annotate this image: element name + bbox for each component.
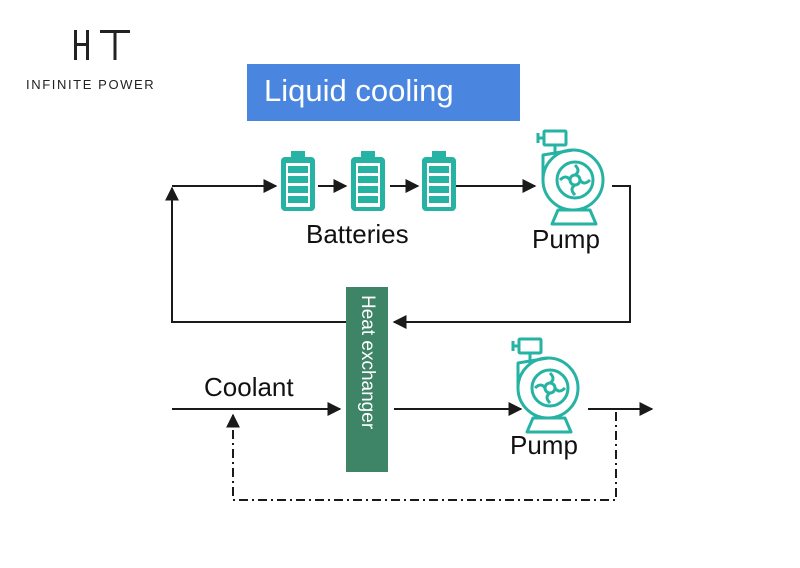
logo-tagline: INFINITE POWER <box>26 77 156 92</box>
battery-icon <box>351 151 385 211</box>
coolant-label: Coolant <box>204 372 294 402</box>
flow-arrow <box>392 185 631 329</box>
flow-arrow <box>165 186 346 323</box>
batteries-label: Batteries <box>306 219 409 249</box>
lower-loop-lines <box>172 402 654 501</box>
upper-loop-lines <box>165 179 631 329</box>
pump-label-bottom: Pump <box>510 430 578 460</box>
title-banner: Liquid cooling <box>247 64 520 121</box>
heat-exchanger: Heat exchanger <box>346 287 388 472</box>
battery-icon <box>422 151 456 211</box>
battery-icon <box>281 151 315 211</box>
diagram-title: Liquid cooling <box>264 73 454 108</box>
pump-icon <box>536 129 605 226</box>
ht-logo-mark <box>74 30 130 60</box>
heat-exchanger-label: Heat exchanger <box>357 295 378 430</box>
return-arrow-dashed <box>226 412 617 501</box>
pump-label-top: Pump <box>532 224 600 254</box>
pump-icon <box>511 337 580 434</box>
